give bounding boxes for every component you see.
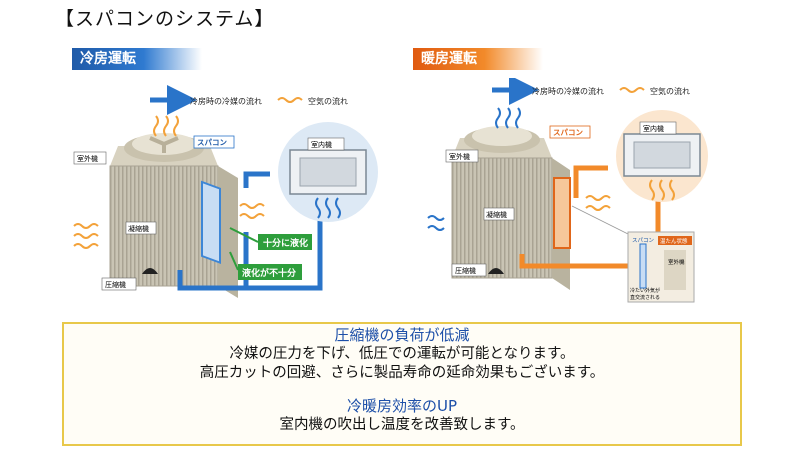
callout-insufficient: 液化が不十分 — [242, 267, 296, 279]
legend-air-label: 空気の流れ — [650, 86, 690, 96]
legend-refrigerant-label: 冷房時の冷媒の流れ — [190, 96, 262, 106]
warm-air-waves — [585, 195, 611, 211]
intake-air-waves — [427, 215, 445, 231]
callout-sufficient: 十分に液化 — [263, 237, 308, 249]
heating-indoor-unit: 室内機 — [616, 110, 708, 202]
info-line-low-pressure: 冷媒の圧力を下げ、低圧での運転が可能となります。 — [229, 346, 575, 362]
page-title: 【スパコンのシステム】 — [55, 8, 275, 30]
inset-cold-note-1: 冷たい外気が — [630, 287, 660, 294]
heating-mode-banner: 暖房運転 — [413, 48, 543, 70]
inset-cold-note-2: 直交流される — [630, 294, 660, 301]
outdoor-unit-label: 室外機 — [77, 154, 98, 163]
info-line-outlet-temp: 室内機の吹出し温度を改善致します。 — [279, 417, 525, 433]
condenser-label: 凝縮機 — [486, 210, 507, 219]
exhaust-air-waves — [153, 115, 179, 137]
supercon-label: スパコン — [197, 137, 227, 147]
condenser-label: 凝縮機 — [128, 224, 149, 233]
inset-outdoor-label: 室外機 — [668, 258, 685, 266]
air-flow-wave-icon — [619, 87, 645, 93]
supercon-label: スパコン — [553, 127, 583, 137]
indoor-unit-label: 室内機 — [311, 140, 332, 149]
compressor-icon — [142, 268, 158, 274]
legend-air-label: 空気の流れ — [308, 96, 348, 106]
compressor-label: 圧縮機 — [105, 280, 126, 289]
legend-refrigerant-label: 冷房時の冷媒の流れ — [532, 86, 604, 96]
info-heading-load: 圧縮機の負荷が低減 — [334, 326, 470, 344]
intake-air-waves — [73, 203, 265, 249]
exhaust-air-waves — [495, 107, 521, 129]
supercon-panel — [201, 180, 221, 264]
supercon-panel — [553, 177, 571, 249]
air-flow-wave-icon — [277, 97, 303, 103]
heating-legend: 冷房時の冷媒の流れ 空気の流れ — [492, 78, 690, 105]
cooling-legend: 冷房時の冷媒の流れ 空気の流れ — [150, 85, 348, 115]
info-line-lifespan: 高圧カットの回避、さらに製品寿命の延命効果もございます。 — [199, 365, 605, 381]
supercon-inset: スパコン 温たん状態 室外機 冷たい外気が 直交流される — [571, 205, 695, 303]
hot-air-waves — [649, 179, 675, 201]
cooling-mode-banner: 冷房運転 — [72, 48, 202, 70]
compressor-icon — [488, 268, 504, 274]
cooling-diagram: 冷房時の冷媒の流れ 空気の流れ 凝縮機 室外機 圧縮機 スパコン — [73, 85, 378, 298]
cooling-indoor-unit: 室内機 — [278, 122, 378, 222]
info-heading-efficiency: 冷暖房効率のUP — [346, 397, 458, 415]
heating-diagram: 冷房時の冷媒の流れ 空気の流れ 凝縮機 室外機 圧縮機 スパコン 室内機 — [427, 78, 708, 303]
cool-air-waves — [315, 197, 341, 219]
inset-supercon-label: スパコン — [632, 237, 655, 244]
outdoor-unit-label: 室外機 — [449, 152, 470, 161]
compressor-label: 圧縮機 — [455, 266, 476, 275]
info-box: 圧縮機の負荷が低減 冷媒の圧力を下げ、低圧での運転が可能となります。 高圧カット… — [62, 322, 742, 446]
indoor-unit-label: 室内機 — [643, 124, 664, 133]
inset-hot-state-label: 温たん状態 — [660, 237, 688, 245]
